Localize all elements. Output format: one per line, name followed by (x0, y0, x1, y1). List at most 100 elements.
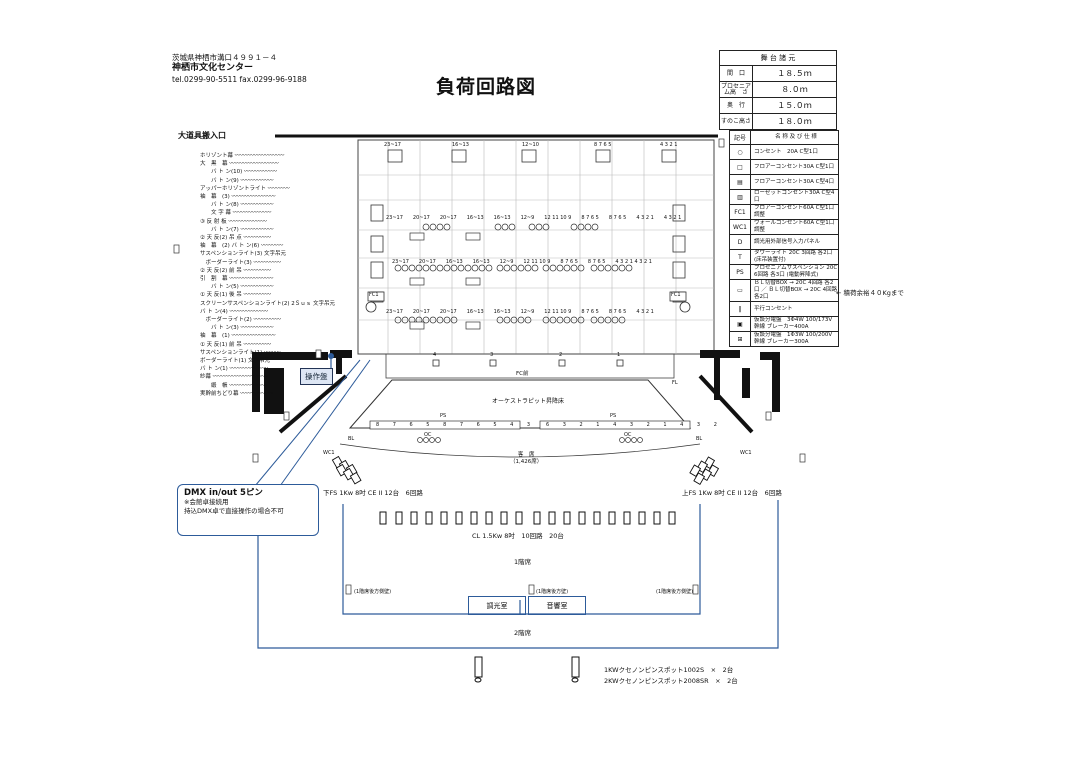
spec-key: 奥 行 (720, 98, 753, 113)
dimmer-room: 調光室 (468, 596, 526, 615)
fly-label: ③ 反 射 板 〰〰〰〰〰〰〰 (200, 218, 267, 225)
tower-light-symbols (365, 301, 691, 313)
fly-label: ボーダーライト(3) 〰〰〰〰〰 (200, 259, 282, 266)
top-rosette-boxes (387, 149, 677, 163)
pin-spots (474, 656, 580, 683)
legend-symbol: ⊞ (730, 332, 751, 346)
top-bay-label: 16~13 (452, 142, 469, 148)
legend-text: コンセント 20A C型1口 (754, 148, 818, 155)
legend-row: □フロアーコンセント30A C型1口 (730, 160, 838, 175)
audience-label: 客 席 （1,426席） (510, 452, 542, 466)
legend-text: フロアーコンセント30A C型1口 (754, 163, 835, 170)
legend-symbol: FC1 (730, 205, 751, 219)
spec-key: 間 口 (720, 66, 753, 81)
legend-text: プロセニアムサスペンション 20C 6回路 各3口 (電動昇降式) (754, 265, 838, 278)
legend-row: ▣仮設分電盤 3Φ4W 100/173V 幹線 ブレーカー400A (730, 317, 838, 332)
floor2-label: 2階席 (514, 629, 532, 637)
spec-key: すのこ高さ (720, 114, 753, 129)
fly-label: バ ト ン(1) 〰〰〰〰〰〰〰 (200, 366, 269, 373)
orchestra-pit-label: オーケストラピット昇降床 (492, 398, 565, 405)
fly-label: 大 黒 幕 〰〰〰〰〰〰〰〰〰 (200, 161, 279, 168)
fly-label: バ ト ン(5) 〰〰〰〰〰〰 (200, 284, 274, 291)
legend-row: ⊞仮設分電盤 1Φ3W 100/200V 幹線 ブレーカー300A (730, 332, 838, 346)
fly-label: 袖 幕 (3) 〰〰〰〰〰〰〰〰 (200, 194, 276, 201)
outlet-circle-row-1 (422, 223, 599, 231)
dmx-heading: DMX in/out 5ピン (184, 488, 263, 498)
batten-row-numbers: 23~17 20~17 20~17 16~13 16~13 12~9 12 11… (386, 215, 682, 221)
dmx-note: 持込DMX卓で直接操作の場合不可 (184, 507, 284, 515)
batten-boxes (409, 232, 481, 330)
top-bay-label: 12~10 (522, 142, 539, 148)
legend-text: 仮設分電盤 3Φ4W 100/173V 幹線 ブレーカー400A (754, 317, 833, 330)
ps-right-numbers: 6 3 2 1 4 3 2 1 4 3 2 (546, 422, 723, 428)
legend-symbol: T (730, 250, 751, 264)
legend-symbol: WC1 (730, 220, 751, 234)
fly-label: ボーダーライト(2) 〰〰〰〰〰 (200, 317, 282, 324)
legend-header-name: 名 称 及 び 仕 様 (775, 134, 817, 140)
side-wall-label: (1階席後方側壁) (656, 589, 694, 595)
batten-row-numbers: 23~17 20~17 16~13 16~13 12~9 12 11 10 9 … (392, 259, 652, 265)
legend-header: 記号 名 称 及 び 仕 様 (730, 131, 838, 145)
fly-label: ホリゾント幕 〰〰〰〰〰〰〰〰〰 (200, 153, 285, 159)
batten-row-numbers: 23~17 20~17 20~17 16~13 16~13 12~9 12 11… (386, 309, 654, 315)
pillar-number: 2 (559, 352, 563, 358)
fly-label: バ ト ン(8) 〰〰〰〰〰〰 (200, 202, 274, 209)
legend-header-symbol: 記号 (730, 131, 751, 144)
fly-label: バ ト ン(9) 〰〰〰〰〰〰 (200, 177, 274, 184)
ps-left-numbers: 8 7 6 5 8 7 6 5 4 3 (376, 422, 537, 428)
spec-row: 間 口 １８.５ｍ (720, 66, 836, 82)
spec-key: プロセニアム高 さ (720, 82, 753, 97)
legend-text: ＢＬ切替BOX → 20C 4回路 各2口 ／ ＢＬ切替BOX → 20C 4回… (754, 280, 838, 300)
bl-label: BL (348, 436, 355, 442)
fly-label: 実幹前ちどり幕 〰〰〰〰〰〰 (200, 390, 274, 397)
diagonal-walls (278, 374, 754, 434)
fly-label: 緞 帳 〰〰〰〰〰〰〰 (200, 382, 268, 389)
contact-line: tel.0299-90-5511 fax.0299-96-9188 (172, 75, 307, 84)
fly-label: サスペンションライト(1) 〰〰〰 (200, 349, 281, 356)
audience-front-line (339, 443, 701, 458)
pin-spot-1-label: 1KWクセノンピンスポット1002S × 2台 (604, 666, 734, 674)
outlet-circle-row-2 (394, 264, 633, 272)
fc-boxes (367, 291, 687, 302)
capacity-note: ← 積荷余裕４０Kgまで (836, 289, 904, 297)
dmx-note: ※会館卓接続用 (184, 498, 229, 506)
legend-row: ▤フロアーコンセント30A C型4口 (730, 175, 838, 190)
fc-label: FC1 (369, 292, 379, 298)
entrance-label: 大道具搬入口 (178, 131, 226, 140)
legend-row: ○コンセント 20A C型1口 (730, 145, 838, 160)
side-parallel-outlets (173, 138, 806, 595)
legend-symbol: ▤ (730, 175, 751, 189)
stage-grid-lines (358, 140, 714, 354)
fl-label: FL (672, 380, 678, 386)
fly-label: バ ト ン(3) 〰〰〰〰〰〰 (200, 325, 274, 332)
legend-table: 記号 名 称 及 び 仕 様 ○コンセント 20A C型1口 □フロアーコンセン… (729, 130, 839, 347)
legend-symbol: PS (730, 265, 751, 279)
fly-label: バ ト ン(4) 〰〰〰〰〰〰〰 (200, 308, 269, 315)
legend-symbol: ○ (730, 145, 751, 159)
spec-value: １８.５ｍ (777, 69, 812, 78)
venue-address: 茨城県神栖市溝口４９９１－４ 神栖市文化センター tel.0299-90-551… (172, 52, 307, 85)
legend-text: ローゼットコンセント30A C型4口 (754, 190, 835, 203)
oc-label: OC (424, 432, 432, 438)
legend-symbol: ▭ (730, 280, 751, 301)
address-line: 茨城県神栖市溝口４９９１－４ (172, 53, 277, 62)
spec-value: ８.０ｍ (781, 85, 808, 94)
pillar-number: 4 (433, 352, 437, 358)
legend-symbol: ▣ (730, 317, 751, 331)
fly-label: ① 天 反(1) 後 吊 〰〰〰〰〰 (200, 292, 271, 299)
audience-title: 客 席 (517, 452, 535, 458)
cl-label: CL 1.5Kw 8吋 10回路 20台 (472, 532, 564, 540)
fly-label: 文 字 幕 〰〰〰〰〰〰〰 (200, 210, 272, 217)
spec-value: １８.０ｍ (777, 117, 812, 126)
fs-left-label: 下FS 1Kw 8吋 CE II 12台 6回路 (323, 489, 423, 497)
fly-label: 袖 幕 (1) 〰〰〰〰〰〰〰〰 (200, 333, 276, 340)
operator-desk-label: 操作盤 (300, 368, 333, 385)
wc-label: WC1 (740, 450, 752, 456)
legend-text: ウォールコンセント60A C型1口 調整 (754, 220, 835, 233)
legend-symbol: □ (730, 160, 751, 174)
